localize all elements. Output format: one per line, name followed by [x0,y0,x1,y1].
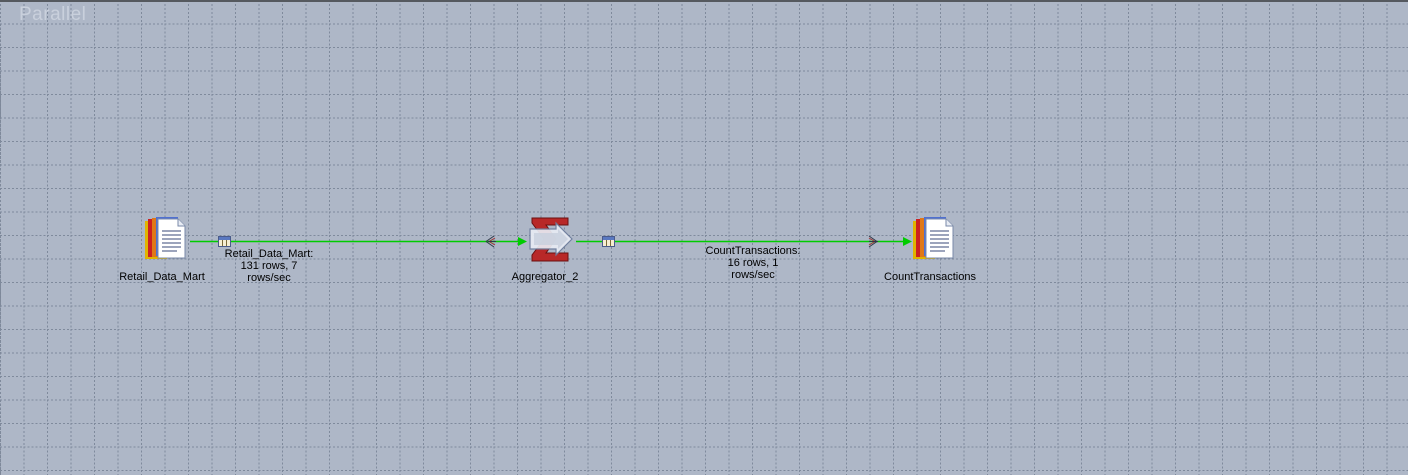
link-1-label[interactable]: Retail_Data_Mart: 131 rows, 7 rows/sec [219,248,319,284]
stage-aggregator[interactable] [526,215,574,270]
link-rate: rows/sec [247,272,291,284]
sequential-file-icon [145,217,186,259]
link-name: CountTransactions: [705,245,801,257]
stage-label[interactable]: Aggregator_2 [511,271,579,283]
sequential-file-icon [913,217,954,259]
link-rate: rows/sec [731,269,775,281]
stage-retail-data-mart[interactable] [142,217,188,268]
link-row-count: 16 rows, 1 [727,257,779,269]
stage-count-transactions[interactable] [910,217,956,268]
stage-label[interactable]: Retail_Data_Mart [119,271,205,283]
link-2-label[interactable]: CountTransactions: 16 rows, 1 rows/sec [702,245,804,281]
link-arrow-2 [903,237,912,246]
link-arrow-1 [518,237,527,246]
canvas-top-border [0,0,1408,2]
link-2-marker-icon[interactable] [602,236,615,247]
link-name: Retail_Data_Mart: [224,248,314,260]
link-1-marker-icon[interactable] [218,236,231,247]
partition-icon [868,235,878,248]
stage-label[interactable]: CountTransactions [884,271,976,283]
partition-icon [485,235,496,248]
canvas-watermark: Parallel [19,4,87,25]
link-row-count: 131 rows, 7 [240,260,298,272]
aggregator-sigma-icon [529,217,573,262]
